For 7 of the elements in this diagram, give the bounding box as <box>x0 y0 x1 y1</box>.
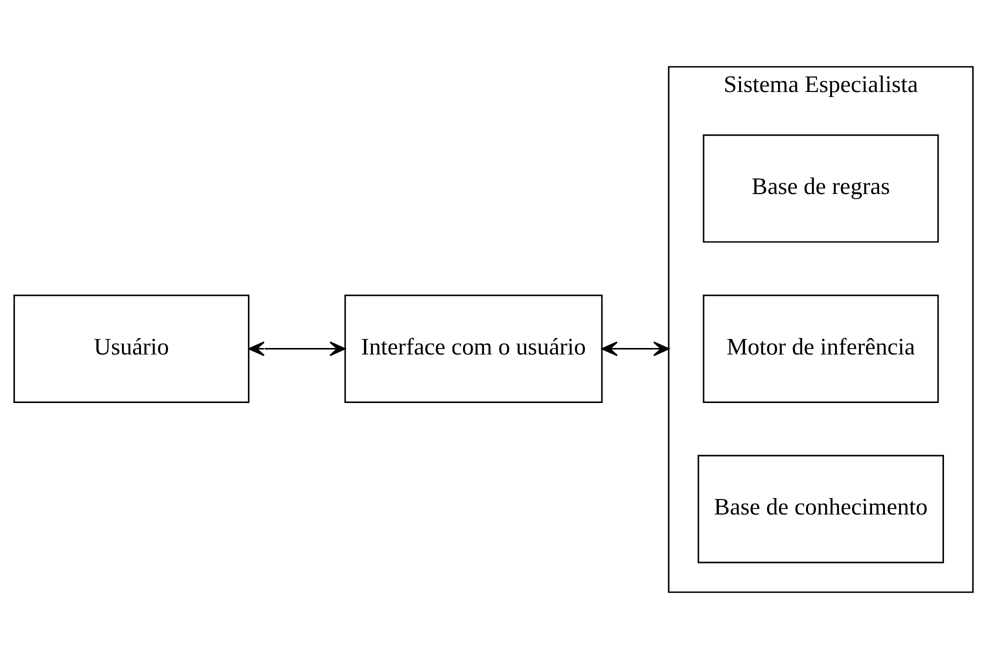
node-box: Base de conhecimento <box>698 454 944 563</box>
node-box: Base de regras <box>702 134 939 242</box>
arrow <box>602 340 670 356</box>
node-box: Interface com o usuário <box>344 294 603 402</box>
arrow <box>248 340 346 356</box>
node-box: Usuário <box>13 294 250 402</box>
node-box: Motor de inferência <box>702 294 939 402</box>
